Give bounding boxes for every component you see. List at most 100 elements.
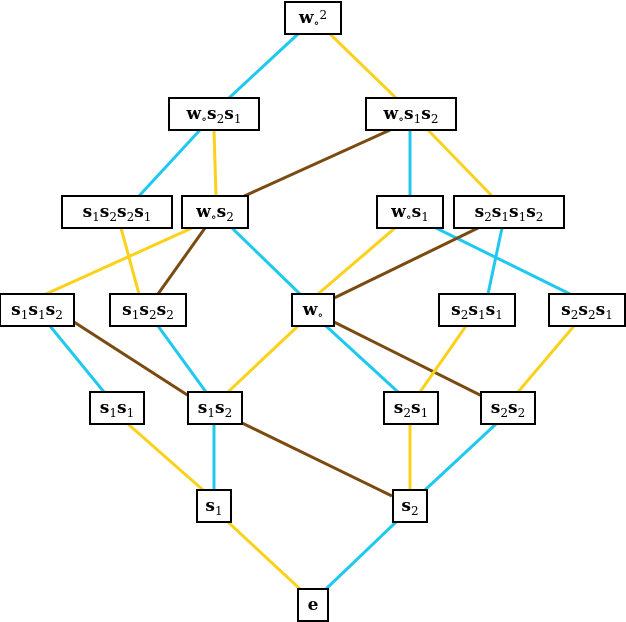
- node-label: s1s2: [198, 398, 232, 420]
- node-label: s2s2s1: [561, 300, 613, 322]
- node-box: [376, 195, 444, 229]
- node-label-part: s: [134, 202, 144, 222]
- edge-ws2s1-ws2: [212, 129, 218, 197]
- node-label-part: 2: [411, 504, 419, 518]
- node-label-part: s: [11, 300, 21, 320]
- node-label: s2s2: [491, 398, 525, 420]
- node-label-part: 2: [225, 406, 233, 420]
- node-label-part: ∘: [406, 210, 412, 224]
- node-label-part: 2: [431, 112, 439, 126]
- node-label-part: 2: [109, 210, 117, 224]
- node-label: w∘s2s1: [186, 104, 242, 126]
- node-s2s1s1: s2s1s1: [438, 293, 516, 327]
- node-label-part: s: [217, 202, 227, 222]
- node-ws1s2: w∘s1s2: [365, 97, 457, 131]
- node-label-part: 1: [92, 210, 100, 224]
- node-box: [187, 391, 243, 425]
- node-label-part: 2: [55, 308, 63, 322]
- node-label: s1: [205, 496, 222, 518]
- node-label-part: 1: [421, 210, 429, 224]
- edge-s1s2s2s1-s1s2s2: [119, 227, 141, 295]
- node-label-part: s: [412, 202, 422, 222]
- node-label-part: s: [28, 300, 38, 320]
- node-label-part: w: [186, 104, 202, 124]
- edge-ws1-w: [317, 226, 396, 296]
- node-s2s2s1: s2s2s1: [548, 293, 626, 327]
- node-label-part: 1: [109, 406, 117, 420]
- node-label-part: ∘: [317, 308, 323, 322]
- node-label-part: 1: [21, 308, 29, 322]
- edge-ws2-s1s2s2: [156, 227, 207, 295]
- node-label-part: 2: [226, 210, 234, 224]
- node-s1s2s2s1: s1s2s2s1: [61, 195, 173, 229]
- node-label-part: 1: [144, 210, 152, 224]
- node-label-part: 2: [571, 308, 579, 322]
- node-label-part: 1: [132, 308, 140, 322]
- node-label-part: e: [308, 595, 319, 615]
- node-label-part: s: [451, 300, 461, 320]
- node-s2s1s1s2: s2s1s1s2: [453, 195, 565, 229]
- diagram-edges: [45, 32, 576, 591]
- node-s1: s1: [196, 489, 232, 523]
- node-label-part: s: [224, 104, 234, 124]
- node-label-part: 1: [519, 210, 527, 224]
- node-box: [383, 391, 439, 425]
- edge-s2-e: [324, 520, 398, 591]
- node-label-part: 2: [319, 8, 327, 22]
- node-label-part: s: [492, 202, 502, 222]
- node-label: s1s2s2s1: [83, 202, 152, 224]
- node-label-part: s: [596, 300, 606, 320]
- edge-w-s1s2: [226, 324, 300, 394]
- node-label-part: s: [46, 300, 56, 320]
- node-s2: s2: [392, 489, 428, 523]
- node-label-part: 1: [495, 308, 503, 322]
- edge-w2-ws2s1: [227, 32, 300, 100]
- edge-s1-e: [226, 520, 302, 591]
- node-label: s1s1: [100, 398, 134, 420]
- node-label-part: s: [117, 202, 127, 222]
- node-s1s1: s1s1: [89, 391, 145, 425]
- edge-ws1s2-s2s1s1s2: [426, 128, 494, 198]
- edge-s2s2-s2: [423, 422, 498, 492]
- node-label: s2s1: [394, 398, 428, 420]
- node-label-part: s: [486, 300, 496, 320]
- node-label-part: s: [404, 104, 414, 124]
- node-label-part: s: [561, 300, 571, 320]
- node-label: w∘2: [298, 8, 327, 30]
- node-label-part: s: [100, 202, 110, 222]
- node-label-part: s: [526, 202, 536, 222]
- node-s2s1: s2s1: [383, 391, 439, 425]
- node-label: s1s1s2: [11, 300, 63, 322]
- node-label-part: s: [509, 202, 519, 222]
- node-label-part: w: [302, 300, 318, 320]
- node-label-part: s: [157, 300, 167, 320]
- node-ws1: w∘s1: [376, 195, 444, 229]
- node-label-part: s: [117, 398, 127, 418]
- node-s2s2: s2s2: [480, 391, 536, 425]
- edge-s1s1s2-s1s1: [48, 325, 106, 393]
- node-label-part: s: [139, 300, 149, 320]
- node-label-part: 1: [234, 112, 242, 126]
- node-s1s1s2: s1s1s2: [0, 293, 75, 327]
- node-label-part: s: [215, 398, 225, 418]
- node-w: w∘: [291, 293, 335, 327]
- node-label: s2: [401, 496, 418, 518]
- edge-w-s2s1: [324, 324, 400, 394]
- node-label-part: ∘: [398, 112, 404, 126]
- node-label: w∘: [302, 300, 324, 322]
- node-label-part: s: [421, 104, 431, 124]
- node-box: [284, 1, 342, 35]
- node-label-part: s: [83, 202, 93, 222]
- node-label-part: s: [475, 202, 485, 222]
- node-label-part: 2: [403, 406, 411, 420]
- edge-s2s1s1s2-s2s1s1: [486, 227, 504, 295]
- node-box: [0, 293, 75, 327]
- node-box: [480, 391, 536, 425]
- node-label-part: s: [205, 496, 215, 516]
- node-label-part: 2: [127, 210, 135, 224]
- node-box: [392, 489, 428, 523]
- node-box: [453, 195, 565, 229]
- node-label-part: w: [195, 202, 211, 222]
- node-label-part: ∘: [211, 210, 217, 224]
